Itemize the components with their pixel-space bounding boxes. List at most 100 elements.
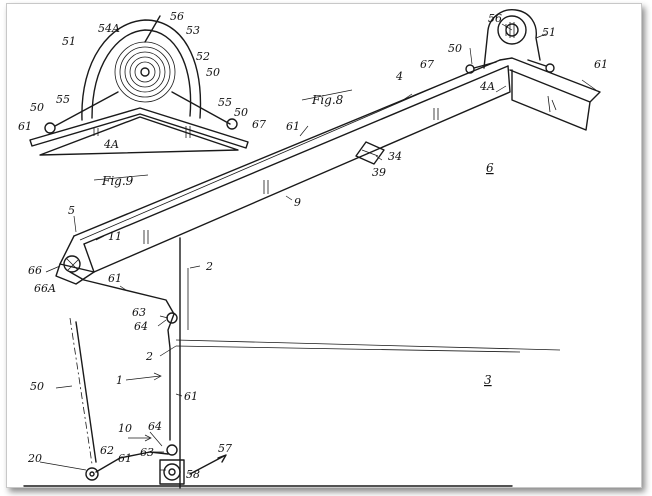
rail-hatching [143, 108, 439, 244]
arrow-57 [189, 455, 225, 475]
top-cables [473, 59, 547, 69]
label-57: 57 [218, 442, 232, 455]
label-61: 61 [18, 120, 32, 133]
label-66A: 66A [34, 282, 56, 295]
label-63: 63 [140, 446, 154, 459]
label-34: 34 [388, 150, 402, 163]
label-4A: 4A [103, 138, 119, 151]
label-50: 50 [234, 106, 248, 119]
label-56: 56 [488, 12, 502, 25]
label-5: 5 [68, 204, 75, 217]
fig9-cable-right [171, 91, 231, 125]
label-67: 67 [420, 58, 434, 71]
label-39: 39 [372, 166, 386, 179]
top-bracket [483, 9, 541, 69]
drawing-sheet [6, 3, 642, 488]
fig8-title-underline [301, 89, 353, 101]
fig9-bracket-housing [81, 19, 202, 121]
label-54A: 54A [98, 22, 120, 35]
label-64: 64 [148, 420, 162, 433]
fig9-ridge-beam [29, 107, 249, 149]
label-61: 61 [594, 58, 608, 71]
pulley-61-right [545, 63, 555, 73]
fig9-hatching [93, 126, 191, 138]
arrow-57-head [217, 454, 227, 463]
fig9-bracket-inner [91, 29, 192, 119]
roof-rail-side-front [83, 65, 511, 273]
label-50: 50 [206, 66, 220, 79]
label-63: 63 [132, 306, 146, 319]
label-58: 58 [186, 468, 200, 481]
fig9-title-underline [93, 174, 149, 181]
label-11: 11 [108, 230, 122, 243]
pole-50 [69, 317, 93, 465]
label-2: 2 [145, 350, 153, 363]
label-50: 50 [448, 42, 462, 55]
arrow-1 [125, 375, 161, 381]
ridge-cap [499, 57, 601, 103]
eave-line-2 [175, 345, 521, 353]
bottom-roller-frame [159, 459, 185, 485]
top-reel [497, 15, 527, 45]
bottom-roller-58 [163, 463, 181, 481]
label-64: 64 [134, 320, 148, 333]
leaders [39, 23, 597, 471]
eave-line [175, 339, 561, 351]
label-50: 50 [30, 101, 44, 114]
fig9-cable-left [54, 91, 119, 127]
end-roller-66 [63, 255, 81, 273]
roof-rail-bottom [83, 65, 509, 245]
section-label-3: 3 [484, 373, 492, 387]
label-55: 55 [218, 96, 232, 109]
label-67: 67 [252, 118, 266, 131]
end-roller-housing [55, 263, 95, 285]
label-55: 55 [56, 93, 70, 106]
bottom-roller-hub [168, 468, 176, 476]
label-61: 61 [118, 452, 132, 465]
fig8-assembly: 56 51 50 67 4A 61 Fig.8 4 61 34 39 6 9 5… [23, 9, 608, 489]
fig9-pulley-left [44, 122, 56, 134]
label-51: 51 [62, 35, 76, 48]
label-20: 20 [27, 452, 42, 465]
label-50: 50 [30, 380, 44, 393]
label-4: 4 [395, 70, 403, 83]
label-10: 10 [118, 422, 132, 435]
anchor-62 [85, 467, 99, 481]
guide-block-detail [361, 149, 379, 157]
section-label-6: 6 [486, 161, 494, 175]
label-4A: 4A [479, 80, 495, 93]
pulley-63-lower [166, 444, 178, 456]
label-61: 61 [184, 390, 198, 403]
cable-61-upper [79, 71, 471, 241]
fig9-detail: 54A 56 53 51 52 50 50 55 55 61 4A 50 67 … [18, 10, 266, 188]
pulley-67 [465, 64, 475, 74]
label-1: 1 [116, 374, 123, 387]
label-53: 53 [186, 24, 200, 37]
label-61: 61 [286, 120, 300, 133]
fig9-spring-reel [114, 15, 176, 103]
label-9: 9 [294, 196, 301, 209]
label-66: 66 [28, 264, 42, 277]
cable-61-bottom [95, 451, 169, 473]
arrow-1-head [153, 372, 162, 381]
pole-50-solid [75, 321, 97, 463]
roof-slope-hatch [547, 95, 557, 113]
label-62: 62 [100, 444, 114, 457]
label-51: 51 [542, 26, 556, 39]
anchor-62-hub [89, 471, 95, 477]
label-56: 56 [170, 10, 184, 23]
fig9-pulley-right [226, 118, 238, 130]
end-roller-hatch [65, 257, 79, 271]
arrow-10-head [144, 434, 152, 442]
top-reel-hub [505, 23, 519, 37]
guide-block-34 [355, 141, 385, 165]
label-61: 61 [108, 272, 122, 285]
label-2: 2 [205, 260, 213, 273]
label-52: 52 [196, 50, 210, 63]
fig9-ridge-fold [39, 116, 239, 156]
fig9-title: Fig.9 [101, 174, 134, 188]
cable-61-down [69, 271, 175, 441]
roof-slope-right [511, 69, 591, 131]
